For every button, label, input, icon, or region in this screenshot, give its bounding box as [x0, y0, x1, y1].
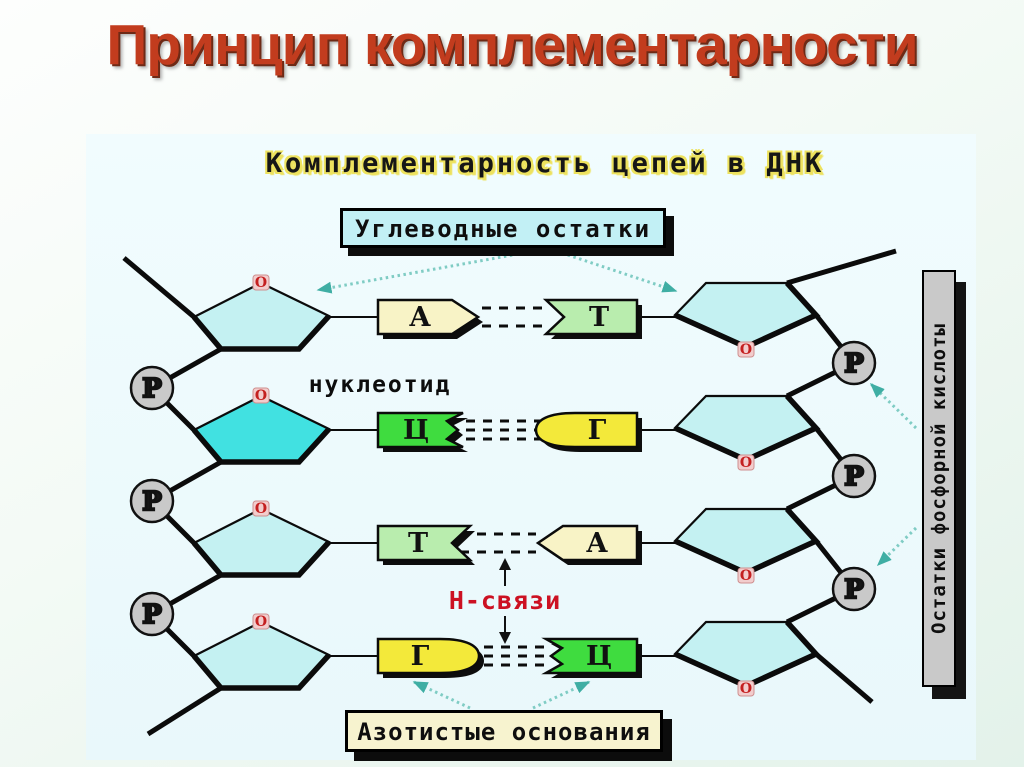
svg-text:O: O [740, 568, 752, 584]
hydrogen-bond-dashes [460, 306, 544, 667]
svg-text:Ц: Ц [586, 641, 612, 672]
phosphate-node: P [129, 365, 175, 411]
hydrogen-bonds-label: Н-связи [448, 586, 562, 615]
sugar-arrow-left-icon [316, 251, 525, 294]
base-pair-row3: Т А [376, 524, 642, 565]
oxygen-marker: O [252, 613, 270, 630]
phosphate-node: P [831, 453, 877, 499]
oxygen-marker: O [252, 387, 270, 404]
sugar-pentagons-left [191, 281, 332, 691]
base-thymine-right [542, 298, 639, 336]
nitrogen-arrow-left-icon [412, 680, 471, 710]
phosphoric-acid-label-text: Остатки фосфорной кислоты [928, 323, 950, 634]
base-adenine-right [535, 524, 639, 562]
svg-text:P: P [142, 487, 162, 517]
phosphate-node: P [129, 591, 175, 637]
svg-text:O: O [255, 614, 267, 630]
svg-text:O: O [255, 388, 267, 404]
phosphoric-acid-label: Остатки фосфорной кислоты [922, 270, 956, 687]
nitrogen-bases-label: Азотистые основания [345, 710, 663, 752]
nitrogen-arrow-right-icon [532, 680, 591, 710]
phosphate-node: P [831, 340, 877, 386]
diagram-title: Комплементарность цепей в ДНК [265, 148, 825, 179]
phosphate-arrow-down-icon [876, 526, 918, 567]
svg-text:Г: Г [411, 641, 430, 672]
base-thymine-left [376, 524, 474, 562]
sugar-base-connectors [329, 316, 675, 657]
svg-text:P: P [142, 600, 162, 630]
base-cytosine-left [376, 411, 464, 449]
phosphate-node: P [129, 478, 175, 524]
base-pair-row2: Ц Г [376, 411, 642, 452]
slide-title: Принцип комплементарности [106, 13, 918, 77]
base-cytosine-right [541, 637, 639, 675]
svg-text:А: А [409, 302, 431, 333]
svg-text:O: O [255, 501, 267, 517]
base-guanine-left [376, 637, 481, 675]
svg-text:P: P [844, 575, 864, 605]
svg-text:Т: Т [408, 528, 428, 559]
phosphate-nodes: P P P P P P [129, 340, 877, 637]
svg-text:O: O [740, 681, 752, 697]
oxygen-marker: O [737, 567, 755, 584]
callout-arrows [316, 251, 918, 710]
oxygen-marker: O [252, 500, 270, 517]
svg-text:Т: Т [589, 302, 609, 333]
base-pair-row1: А Т [376, 298, 642, 339]
oxygen-marker: O [737, 341, 755, 358]
oxygen-marker: O [737, 680, 755, 697]
oxygen-markers: O O O O O O O O [252, 274, 755, 697]
oxygen-marker: O [252, 274, 270, 291]
svg-text:O: O [740, 342, 752, 358]
svg-text:P: P [142, 374, 162, 404]
sugar-arrow-right-icon [561, 251, 678, 293]
phosphate-arrow-up-icon [869, 382, 918, 430]
oxygen-marker: O [737, 454, 755, 471]
svg-text:P: P [844, 349, 864, 379]
svg-text:O: O [255, 275, 267, 291]
svg-text:А: А [586, 528, 608, 559]
sugar-residues-label: Углеводные остатки [340, 208, 666, 248]
nucleotide-label: нуклеотид [308, 372, 452, 398]
svg-text:Г: Г [588, 415, 607, 446]
svg-text:O: O [740, 455, 752, 471]
base-adenine-left [376, 298, 481, 336]
phosphate-node: P [831, 566, 877, 612]
svg-text:P: P [844, 462, 864, 492]
sugar-pentagons-right [673, 281, 821, 690]
base-pair-row4: Г Ц [376, 637, 642, 678]
base-guanine-right [534, 411, 639, 449]
svg-text:Ц: Ц [403, 415, 429, 446]
